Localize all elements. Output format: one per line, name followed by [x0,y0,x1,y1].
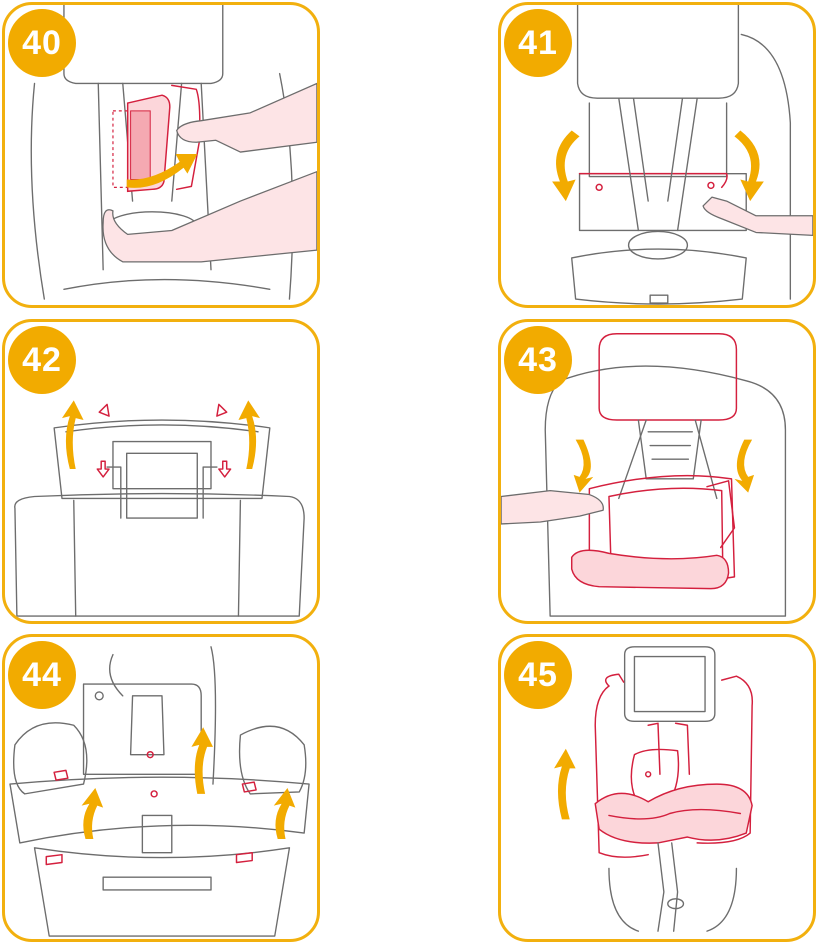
step-41-panel: 41 [498,2,816,308]
step-40-badge: 40 [8,9,76,77]
step-43-badge: 43 [504,326,572,394]
step-42-panel: 42 [2,319,320,624]
step-45-badge: 45 [504,641,572,709]
step-40-panel: 40 [2,2,320,308]
step-44-badge: 44 [8,641,76,709]
step-43-panel: 43 [498,319,816,624]
step-41-badge: 41 [504,9,572,77]
step-45-panel: 45 [498,634,816,942]
step-42-badge: 42 [8,326,76,394]
step-44-panel: 44 [2,634,320,942]
